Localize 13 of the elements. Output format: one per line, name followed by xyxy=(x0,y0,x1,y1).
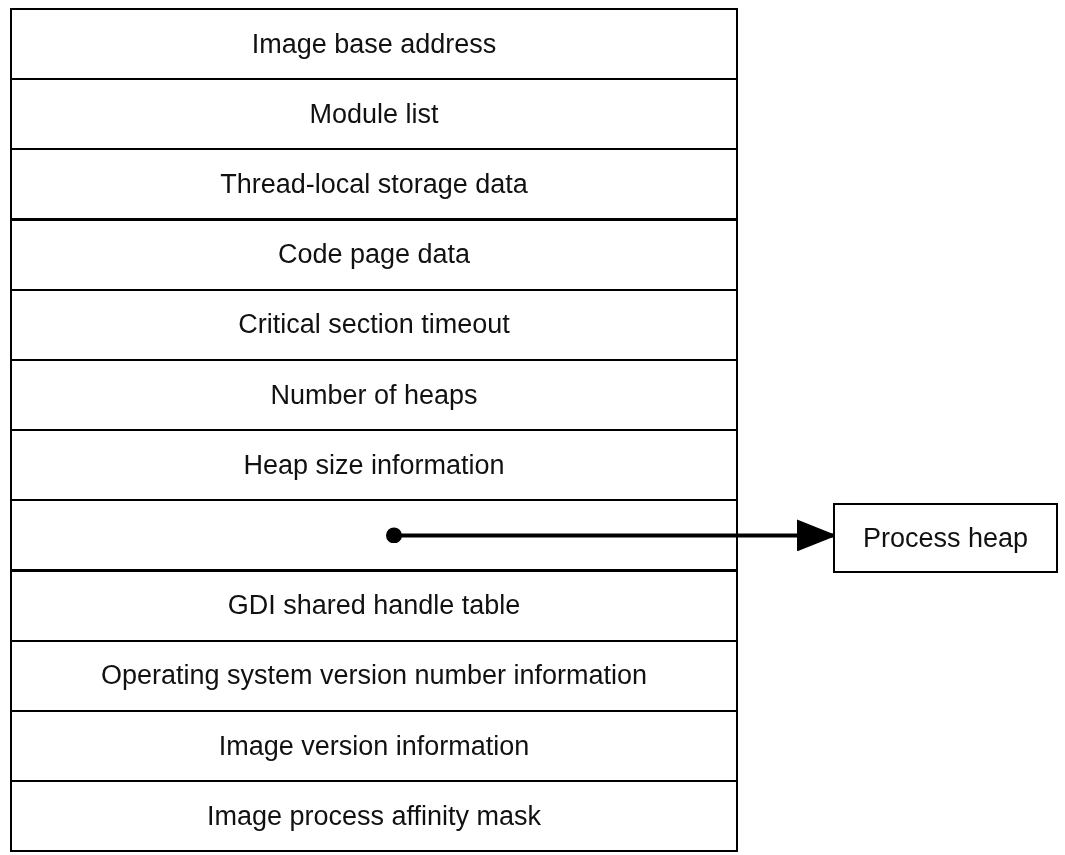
structure-field: Thread-local storage data xyxy=(10,148,738,221)
structure-field: Heap size information xyxy=(10,429,738,502)
structure-field: Module list xyxy=(10,78,738,151)
empty-field-box xyxy=(10,499,738,572)
structure-field: Image process affinity mask xyxy=(10,780,738,853)
structure-field: Operating system version number information xyxy=(10,639,738,712)
structure-field: Code page data xyxy=(10,218,738,291)
structure-field: Number of heaps xyxy=(10,359,738,431)
structure-field: GDI shared handle table xyxy=(10,569,738,642)
structure-field: Image base address xyxy=(10,8,738,80)
target-box: Process heap xyxy=(833,503,1058,573)
structure-field: Image version information xyxy=(10,710,738,782)
structure-field: Critical section timeout xyxy=(10,288,738,361)
